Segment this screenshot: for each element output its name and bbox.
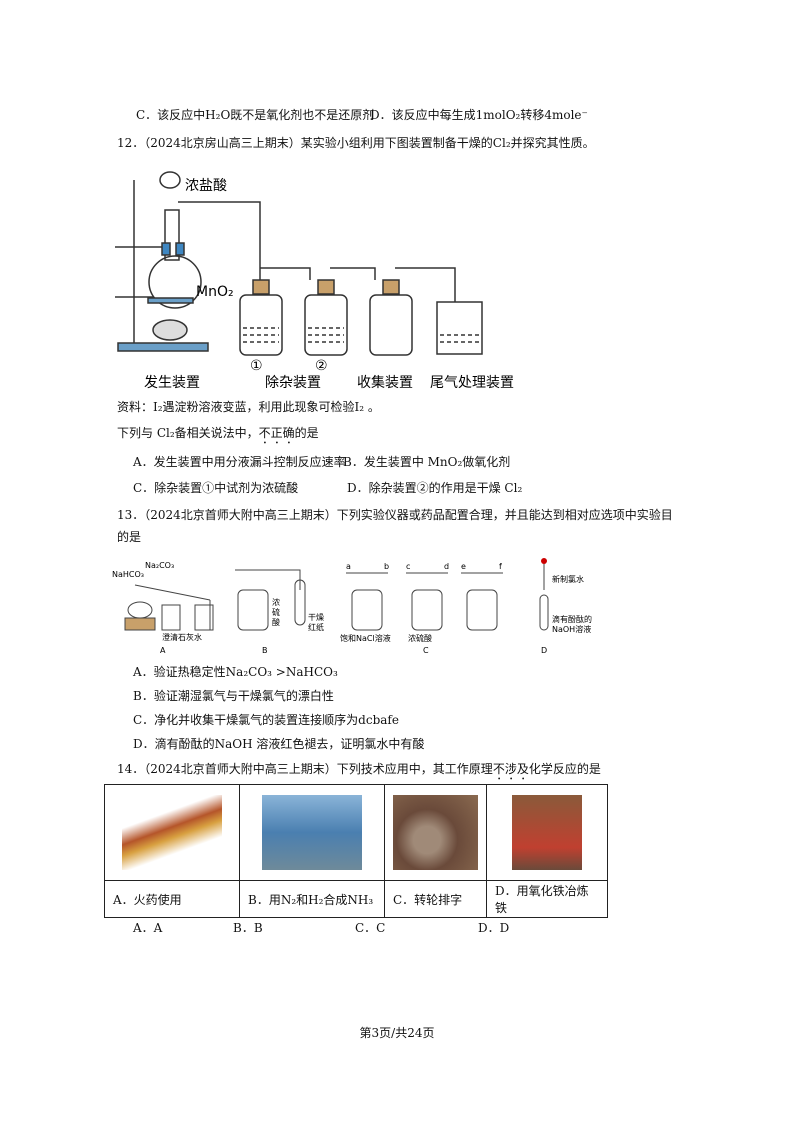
q12-apparatus-figure: 浓盐酸 MnO₂ ① ② 发生装置 除杂装置 收集装置 尾气处理装置 (115, 171, 514, 391)
label-limewater: 澄清石灰水 (162, 632, 202, 642)
q12-ask-emphasis: 不正确 (258, 426, 295, 440)
q13-option-b: B．验证潮湿氯气与干燥氯气的漂白性 (133, 689, 334, 703)
label-f: f (499, 562, 502, 571)
page-footer: 第3页/共24页 (359, 1026, 435, 1040)
cell-c: C．转轮排字 (384, 880, 487, 918)
label-c: c (406, 562, 410, 571)
q12-ask-post: 的是 (294, 426, 319, 440)
q11-option-c: C．该反应中H₂O既不是氧化剂也不是还原剂 (136, 108, 375, 122)
label-dry2: 红纸 (308, 622, 324, 632)
label-chlorine-water: 新制氯水 (552, 574, 584, 584)
label-h2so4: 浓硫酸 (408, 633, 432, 643)
label-na2co3: Na₂CO₃ (145, 561, 174, 570)
cell-b: B．用N₂和H₂合成NH₃ (239, 880, 385, 918)
label-1: ① (250, 358, 263, 374)
q11-option-d: D．该反应中每生成1molO₂转移4mole⁻ (370, 108, 588, 122)
label-collector: 收集装置 (357, 374, 413, 391)
q12-question: 下列与 Cl₂备相关说法中，不正确的是 (117, 425, 319, 447)
q14-stem-emphasis: 不涉及 (492, 762, 529, 776)
q12-info: 资料：I₂遇淀粉溶液变蓝，利用此现象可检验I₂ 。 (117, 400, 380, 414)
label-nahco3: NaHCO₃ (112, 570, 144, 579)
label-mno2: MnO₂ (196, 284, 234, 300)
q14-answer-d: D．D (478, 921, 510, 935)
q13-option-a: A．验证热稳定性Na₂CO₃ >NaHCO₃ (133, 665, 338, 679)
label-purifier: 除杂装置 (265, 375, 321, 391)
q12-stem: 12．（2024北京房山高三上期末）某实验小组利用下图装置制备干燥的Cl₂并探究… (117, 136, 595, 150)
q12-ask-pre: 下列与 Cl₂备相关说法中， (117, 426, 259, 440)
cell-a: A．火药使用 (104, 880, 240, 918)
q14-answer-c: C．C (355, 921, 386, 935)
label-b: b (384, 562, 389, 571)
q14-answer-b: B．B (233, 921, 263, 935)
q14-stem-pre: 14．（2024北京首师大附中高三上期末）下列技术应用中，其工作原理 (117, 762, 493, 776)
label-d: d (444, 562, 449, 571)
gunpowder-image (122, 795, 222, 870)
type-wheel-image (393, 795, 478, 870)
label-generator: 发生装置 (144, 375, 200, 391)
label-fig-c: C (423, 646, 429, 655)
q13-apparatus-figure: Na₂CO₃ NaHCO₃ 澄清石灰水 A 浓 硫 酸 干燥 红纸 B a b … (112, 558, 592, 655)
q13-option-d: D．滴有酚酞的NaOH 溶液红色褪去，证明氯水中有酸 (133, 737, 425, 751)
label-fig-d: D (541, 646, 547, 655)
q13-stem: 13．（2024北京首师大附中高三上期末）下列实验仪器或药品配置合理，并且能达到… (117, 508, 673, 522)
cell-d: D．用氧化铁冶炼铁 (486, 880, 608, 918)
q12-option-d: D．除杂装置②的作用是干燥 Cl₂ (347, 481, 523, 495)
q12-option-c: C．除杂装置①中试剂为浓硫酸 (133, 481, 299, 495)
label-fig-b: B (262, 646, 268, 655)
label-e: e (461, 562, 466, 571)
q13-option-c: C．净化并收集干燥氯气的装置连接顺序为dcbafe (133, 713, 399, 727)
label-tail-gas: 尾气处理装置 (430, 375, 514, 391)
label-naoh: NaOH溶液 (552, 624, 591, 634)
label-fig-a: A (160, 646, 166, 655)
ammonia-plant-image (262, 795, 362, 870)
label-b-acid3: 酸 (272, 617, 280, 627)
q12-option-a: A．发生装置中用分液漏斗控制反应速率 (133, 455, 346, 469)
q12-option-b: B．发生装置中 MnO₂做氧化剂 (343, 455, 511, 469)
q14-stem: 14．（2024北京首师大附中高三上期末）下列技术应用中，其工作原理不涉及化学反… (117, 761, 601, 783)
label-nacl: 饱和NaCl溶液 (340, 633, 391, 643)
iron-smelting-image (512, 795, 582, 870)
label-b-acid2: 硫 (272, 607, 280, 617)
label-phenolphthalein: 滴有酚酞的 (552, 614, 592, 624)
label-conc-hcl: 浓盐酸 (185, 178, 227, 194)
q14-answer-a: A．A (133, 921, 163, 935)
q14-table: A．火药使用 B．用N₂和H₂合成NH₃ C．转轮排字 D．用氧化铁冶炼铁 (104, 784, 608, 918)
label-a: a (346, 562, 351, 571)
label-dry1: 干燥 (308, 613, 324, 622)
q14-stem-post: 化学反应的是 (528, 762, 601, 776)
q13-stem-cont: 的是 (117, 530, 142, 544)
label-b-acid1: 浓 (272, 598, 280, 607)
label-2: ② (315, 358, 328, 374)
